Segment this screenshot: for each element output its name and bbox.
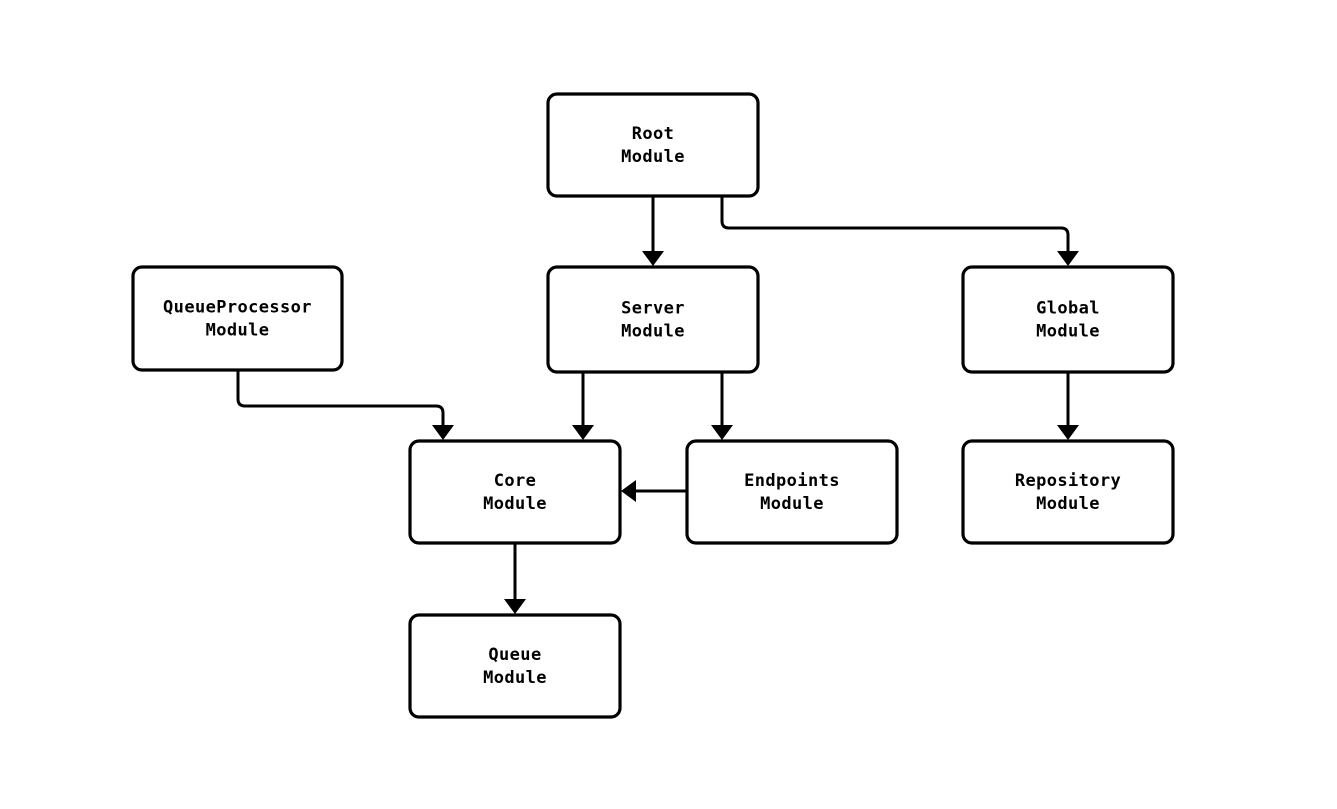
node-box-global[interactable] (961, 265, 1175, 374)
node-label-line2-queue: Module (483, 668, 547, 688)
node-label-line1-queueprocessor: QueueProcessor (163, 298, 312, 318)
node-box-core[interactable] (408, 439, 622, 545)
node-label-line2-server: Module (621, 322, 685, 342)
edge-global-to-repository (1057, 372, 1079, 440)
arrowhead-root-to-global (1057, 251, 1079, 266)
node-box-repository[interactable] (961, 439, 1175, 545)
edge-core-to-queue (504, 543, 526, 614)
arrowhead-server-to-endpoints (711, 425, 733, 440)
edge-root-to-server (642, 196, 664, 266)
node-box-server[interactable] (546, 265, 760, 374)
node-box-queueprocessor[interactable] (131, 265, 344, 372)
node-label-line1-server: Server (621, 299, 685, 319)
node-label-line1-global: Global (1036, 299, 1100, 319)
arrowhead-queueprocessor-to-core (432, 425, 454, 440)
nodes-layer: RootModuleQueueProcessorModuleServerModu… (131, 92, 1175, 719)
node-label-line1-core: Core (494, 471, 537, 491)
edge-server-to-core (572, 372, 594, 440)
node-label-line2-root: Module (621, 147, 685, 167)
node-label-line2-global: Module (1036, 322, 1100, 342)
node-label-line1-endpoints: Endpoints (744, 471, 840, 491)
edge-line-root-to-global (720, 196, 1070, 252)
node-box-endpoints[interactable] (685, 439, 899, 545)
edge-queueprocessor-to-core (236, 370, 454, 440)
node-label-line1-repository: Repository (1015, 471, 1121, 491)
node-box-queue[interactable] (408, 613, 622, 719)
arrowhead-global-to-repository (1057, 425, 1079, 440)
node-label-line1-queue: Queue (488, 645, 541, 665)
node-label-line2-core: Module (483, 494, 547, 514)
edges-layer (236, 196, 1079, 614)
arrowhead-endpoints-to-core (621, 480, 636, 502)
edge-endpoints-to-core (621, 480, 687, 502)
arrowhead-core-to-queue (504, 599, 526, 614)
arrowhead-server-to-core (572, 425, 594, 440)
edge-server-to-endpoints (711, 372, 733, 440)
edge-line-queueprocessor-to-core (236, 370, 445, 426)
node-label-line1-root: Root (632, 124, 675, 144)
node-label-line2-queueprocessor: Module (206, 321, 270, 341)
node-label-line2-endpoints: Module (760, 494, 824, 514)
node-box-root[interactable] (546, 92, 760, 198)
arrowhead-root-to-server (642, 251, 664, 266)
edge-root-to-global (720, 196, 1079, 266)
node-label-line2-repository: Module (1036, 494, 1100, 514)
